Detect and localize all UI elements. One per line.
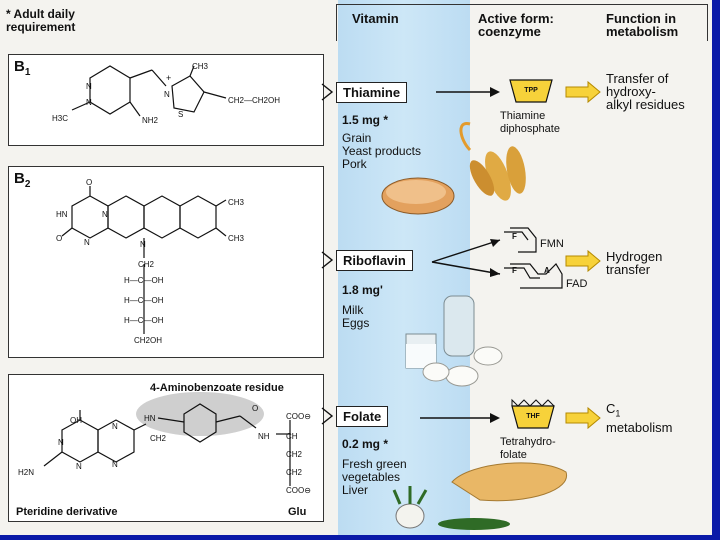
b2-o2-label: O (56, 234, 63, 243)
milk-illustration (405, 295, 475, 369)
header-function: Function in metabolism (606, 11, 679, 39)
b1-h3c-label: H3C (52, 114, 69, 123)
b1-n1-label: N (86, 82, 92, 91)
pork-illustration (381, 177, 455, 215)
thiamine-sources: Grain Yeast products Pork (342, 131, 421, 171)
folate-coo2-label: COO⊖ (286, 486, 311, 495)
b2-n3-label: N (140, 240, 146, 249)
folate-hn-label: HN (144, 414, 156, 423)
glu-label: Glu (288, 506, 307, 518)
b1-structure-panel (8, 54, 324, 146)
fad-name: FAD (566, 278, 588, 290)
b2-n1-label: N (102, 210, 108, 219)
folate-nh-label: NH (258, 432, 270, 441)
b1-s-label: S (178, 110, 184, 119)
b1-n3-label: N (164, 90, 170, 99)
riboflavin-label: Riboflavin (336, 250, 413, 271)
riboflavin-amount: 1.8 mg' (342, 283, 383, 297)
b2-ch3a-label: CH3 (228, 198, 245, 207)
b1-ch3-label: CH3 (192, 62, 209, 71)
folate-amount: 0.2 mg * (342, 437, 389, 451)
folate-h2n-label: H2N (18, 468, 35, 477)
folate-structure (43, 392, 291, 486)
eggs-illustration (422, 346, 503, 387)
thiamine-amount: 1.5 mg * (342, 113, 389, 127)
fad-shape (504, 263, 563, 289)
b1-nh2-label: NH2 (142, 116, 159, 125)
b1-n2-label: N (86, 98, 92, 107)
pteridine-label: Pteridine derivative (16, 506, 118, 518)
folate-residue-label: 4-Aminobenzoate residue (150, 382, 284, 394)
folate-ch2c-label: CH2 (150, 434, 167, 443)
fad-f-tag: F (512, 266, 517, 275)
liver-illustration (451, 462, 567, 502)
fmn-name: FMN (540, 238, 564, 250)
thiamine-label: Thiamine (336, 82, 408, 103)
folate-coo1-label: COO⊖ (286, 412, 311, 421)
b2-ch2-label: CH2 (138, 260, 155, 269)
function-arrows (565, 80, 601, 430)
b2-row1-label: H—C—OH (124, 276, 164, 285)
slide-border-right (712, 0, 720, 540)
connector-lines (321, 83, 501, 425)
b1-plus-label: + (166, 73, 172, 83)
slide-border-bottom (0, 535, 720, 540)
vegetables-illustration (392, 486, 510, 530)
tpp-shape (509, 79, 553, 103)
folate-ch-label: CH (286, 432, 298, 441)
fmn-shape (504, 227, 537, 253)
b2-row2-label: H—C—OH (124, 296, 164, 305)
b1-label: B1 (14, 58, 31, 78)
arrowheads (490, 87, 500, 423)
folate-ch2a-label: CH2 (286, 450, 303, 459)
folate-n4-label: N (112, 460, 118, 469)
tpp-name: Thiamine diphosphate (500, 110, 560, 135)
grain-illustration (459, 122, 526, 201)
folate-n1-label: N (58, 438, 64, 447)
folate-sources: Fresh green vegetables Liver (342, 457, 407, 497)
folate-label: Folate (336, 406, 389, 427)
tpp-tag: TPP (524, 87, 538, 94)
b2-n2-label: N (84, 238, 90, 247)
thf-name: Tetrahydro- folate (500, 436, 556, 461)
riboflavin-structure (61, 186, 227, 334)
riboflavin-function: Hydrogen transfer (606, 249, 663, 277)
b2-ch2oh-label: CH2OH (134, 336, 163, 345)
thiamine-structure (71, 65, 227, 117)
b2-row3-label: H—C—OH (124, 316, 164, 325)
fmn-f-tag: F (512, 232, 517, 241)
thf-shape (511, 398, 555, 429)
folate-n2-label: N (76, 462, 82, 471)
folate-ch2b-label: CH2 (286, 468, 303, 477)
riboflavin-sources: Milk Eggs (342, 303, 370, 330)
daily-requirement-note: * Adult daily requirement (6, 7, 76, 34)
fad-a-tag: A (544, 266, 550, 275)
folate-n3-label: N (112, 422, 118, 431)
b2-label: B2 (14, 170, 31, 190)
b1-ch2-label: CH2—CH2OH (228, 96, 281, 105)
folate-o-label: O (252, 404, 259, 413)
header-active-form: Active form: coenzyme (478, 11, 554, 39)
b2-ch3b-label: CH3 (228, 234, 245, 243)
header-box (336, 4, 708, 41)
header-vitamin: Vitamin (352, 11, 399, 26)
b2-hn-label: HN (56, 210, 68, 219)
folate-oh-label: OH (70, 416, 82, 425)
b2-o1-label: O (86, 178, 93, 187)
thf-tag: THF (526, 413, 540, 420)
thiamine-function: Transfer of hydroxy- alkyl residues (606, 71, 685, 112)
